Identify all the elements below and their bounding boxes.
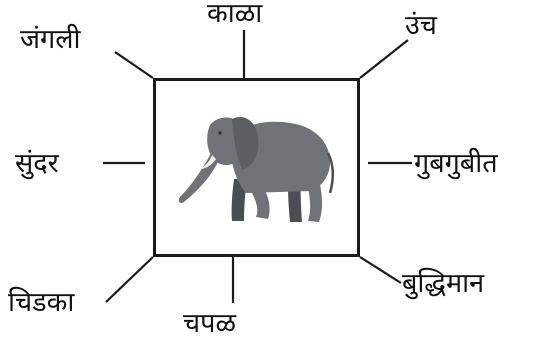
elephant-eye <box>218 131 221 134</box>
elephant-picture-frame <box>153 78 360 257</box>
word-top-right: उंच <box>405 12 437 39</box>
line-top-right <box>360 40 408 78</box>
word-right: गुबगुबीत <box>414 150 498 177</box>
word-bottom: चपळ <box>183 310 236 337</box>
word-bottom-right: बुद्धिमान <box>402 270 484 297</box>
word-top-left: जंगली <box>20 26 81 53</box>
elephant-illustration <box>156 81 357 254</box>
word-top: काळा <box>207 0 262 27</box>
line-bottom-left <box>106 257 153 302</box>
line-bottom-right <box>360 257 401 283</box>
word-bottom-left: चिडका <box>8 289 74 316</box>
elephant-near-hind-leg <box>306 179 322 222</box>
word-left: सुंदर <box>15 150 59 177</box>
line-top-left <box>115 52 153 78</box>
